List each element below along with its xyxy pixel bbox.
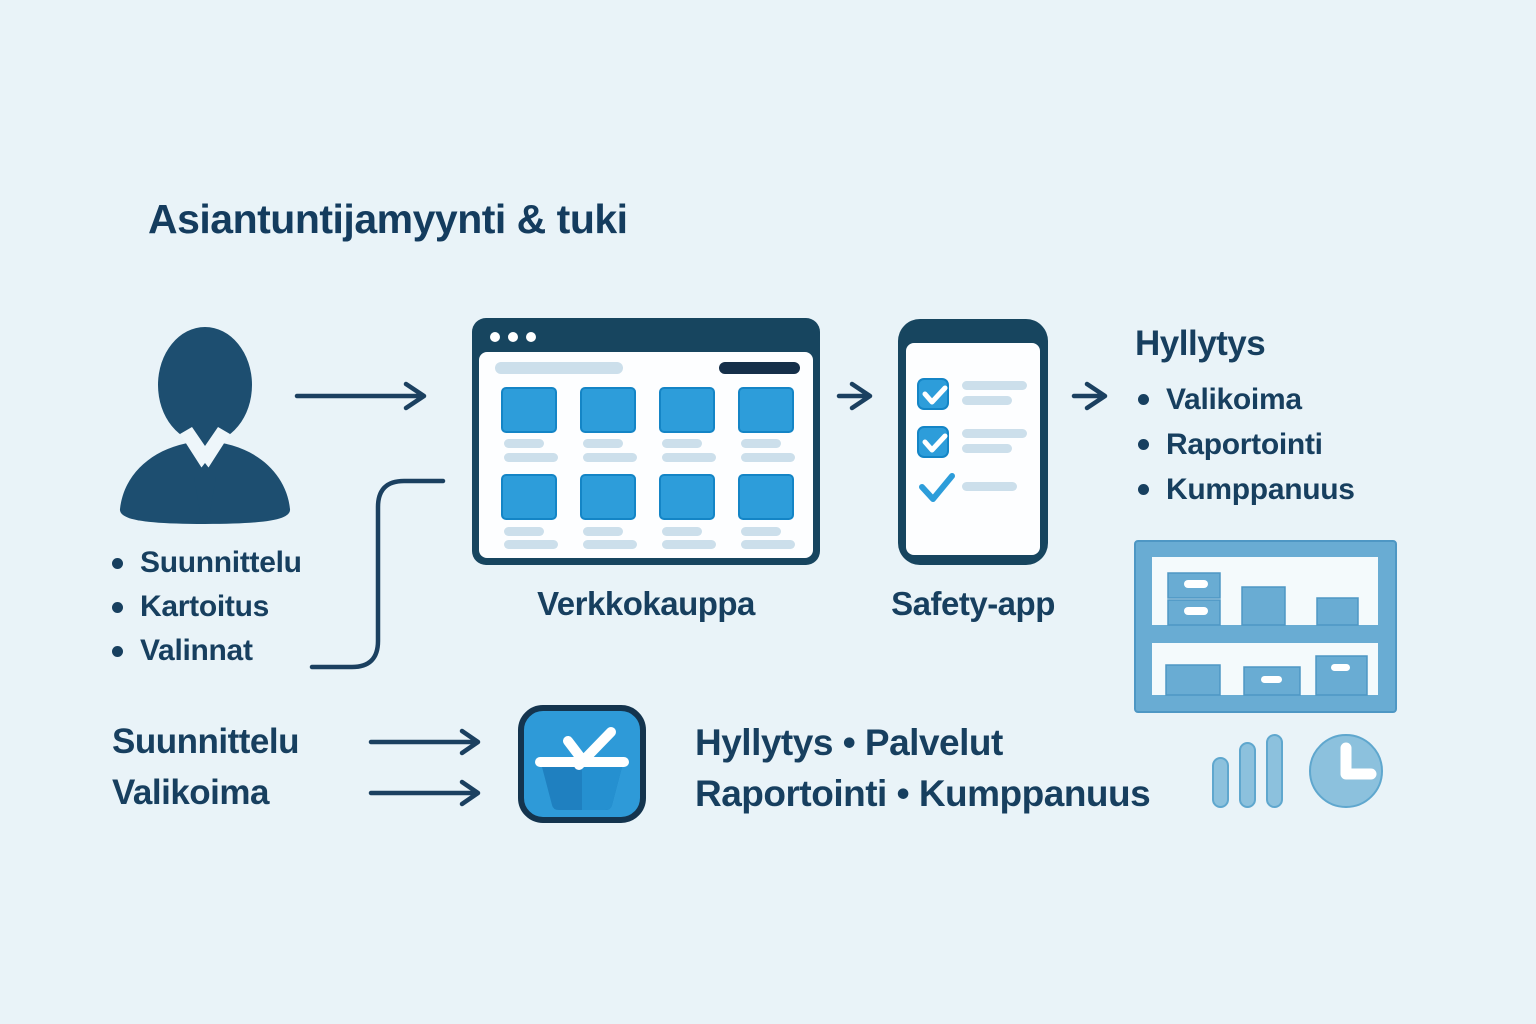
businessperson-icon (119, 327, 291, 524)
bottom-input-label: Suunnittelu (112, 722, 299, 761)
store-shelf-icon (1134, 540, 1397, 713)
bullet-dot (1138, 439, 1149, 450)
bullet-label: Raportointi (1166, 427, 1323, 461)
outcomes-heading: Hyllytys (1135, 324, 1266, 363)
list-item: Valinnat (112, 629, 302, 673)
bullet-label: Kartoitus (140, 590, 269, 623)
list-item: Kumppanuus (1138, 467, 1355, 512)
safety-app-label: Safety-app (891, 585, 1055, 622)
browser-window-icon (472, 318, 820, 565)
clock-icon (1309, 734, 1383, 808)
arrow-right-icon (368, 728, 481, 756)
list-item: Raportointi (1138, 422, 1355, 467)
bottom-input-label: Valikoima (112, 773, 269, 812)
arrow-right-icon (1071, 381, 1108, 411)
arrow-right-icon (836, 381, 873, 411)
bullet-dot (1138, 394, 1149, 405)
bullet-label: Suunnittelu (140, 546, 302, 579)
bar-chart-icon (1212, 734, 1283, 808)
bullet-dot (1138, 484, 1149, 495)
bullet-dot (112, 645, 123, 657)
shopping-basket-icon (518, 705, 646, 823)
webshop-label: Verkkokauppa (537, 585, 755, 622)
person-bullet-list: Suunnittelu Kartoitus Valinnat (112, 541, 302, 673)
connector-line (309, 478, 446, 670)
bullet-dot (112, 601, 123, 613)
outcomes-bullet-list: Valikoima Raportointi Kumppanuus (1138, 377, 1355, 512)
bullet-dot (112, 557, 123, 569)
list-item: Suunnittelu (112, 541, 302, 585)
bullet-label: Valikoima (1166, 382, 1302, 416)
bullet-label: Kumppanuus (1166, 472, 1355, 506)
arrow-right-icon (368, 779, 481, 807)
phone-checklist-icon (898, 319, 1048, 565)
page-title: Asiantuntijamyynti & tuki (148, 196, 628, 242)
list-item: Valikoima (1138, 377, 1355, 422)
arrow-right-icon (294, 381, 427, 411)
bottom-result-line: Raportointi • Kumppanuus (695, 773, 1151, 814)
bullet-label: Valinnat (140, 634, 253, 667)
list-item: Kartoitus (112, 585, 302, 629)
bottom-result-line: Hyllytys • Palvelut (695, 722, 1003, 763)
